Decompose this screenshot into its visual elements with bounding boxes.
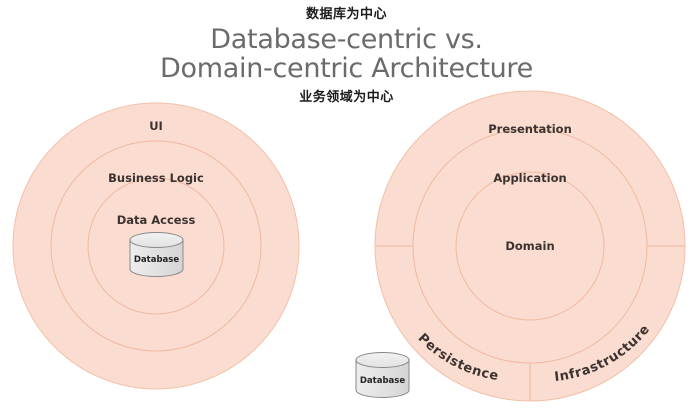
chinese-title-top: 数据库为中心 <box>305 7 387 22</box>
right-ring-label-presentation: Presentation <box>488 122 572 136</box>
chinese-title-bottom: 业务领域为中心 <box>299 90 394 105</box>
bottom-database-label: Database <box>360 376 405 386</box>
cylinder-body <box>129 239 184 277</box>
english-title-line1: Database-centric vs. <box>210 24 483 55</box>
left-database-cylinder: Database <box>129 232 184 277</box>
cylinder-top <box>129 232 184 248</box>
right-architecture-circle: Presentation Application Domain Persiste… <box>374 90 686 402</box>
right-ring-label-application: Application <box>493 171 566 185</box>
right-ring-inner-domain <box>455 171 605 321</box>
cylinder-body <box>355 359 410 398</box>
bottom-database-cylinder: Database <box>355 352 410 398</box>
left-database-label: Database <box>134 255 179 265</box>
left-ring-label-data-access: Data Access <box>117 213 196 227</box>
left-ring-label-ui: UI <box>149 119 163 133</box>
cylinder-top <box>355 352 410 368</box>
left-ring-label-business-logic: Business Logic <box>108 171 204 185</box>
left-architecture-circle: UI Business Logic Data Access Database <box>12 102 300 390</box>
right-ring-label-domain: Domain <box>505 239 554 253</box>
english-title-line2: Domain-centric Architecture <box>160 53 533 84</box>
